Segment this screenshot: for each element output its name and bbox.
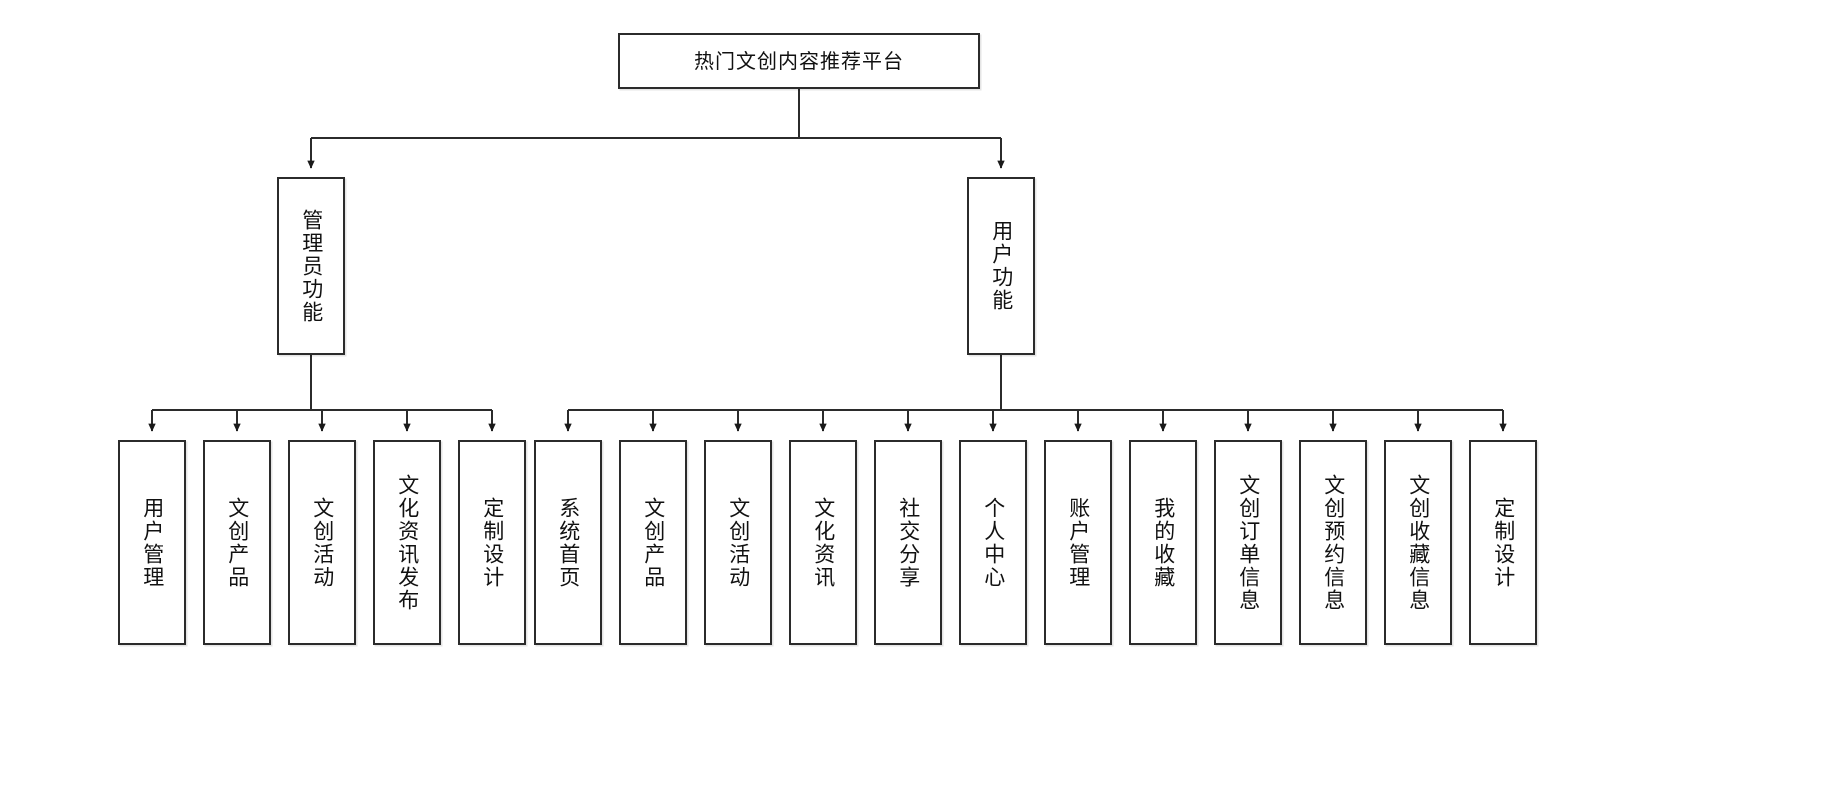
leaf-node-user-favorite-info[interactable]: 文创收藏信息: [1384, 440, 1452, 645]
branch-node-user-label: 用户功能: [989, 220, 1014, 312]
leaf-node-admin-cultural-activity[interactable]: 文创活动: [288, 440, 356, 645]
leaf-node-user-my-favorites-label: 我的收藏: [1151, 496, 1176, 589]
leaf-node-user-custom-design[interactable]: 定制设计: [1469, 440, 1537, 645]
leaf-node-admin-custom-design-label: 定制设计: [480, 496, 505, 589]
leaf-node-user-culture-news-label: 文化资讯: [811, 496, 836, 589]
leaf-node-user-account-management[interactable]: 账户管理: [1044, 440, 1112, 645]
leaf-node-user-reservation-info-label: 文创预约信息: [1321, 473, 1346, 612]
leaf-node-user-personal-center[interactable]: 个人中心: [959, 440, 1027, 645]
leaf-node-user-culture-news[interactable]: 文化资讯: [789, 440, 857, 645]
leaf-node-user-cultural-activity-label: 文创活动: [726, 496, 751, 589]
leaf-node-user-social-share-label: 社交分享: [896, 496, 921, 589]
leaf-node-admin-user-management-label: 用户管理: [140, 496, 165, 589]
leaf-node-user-cultural-product[interactable]: 文创产品: [619, 440, 687, 645]
leaf-node-admin-cultural-product-label: 文创产品: [225, 496, 250, 589]
leaf-node-user-order-info[interactable]: 文创订单信息: [1214, 440, 1282, 645]
root-node[interactable]: 热门文创内容推荐平台: [618, 33, 980, 89]
leaf-node-admin-user-management[interactable]: 用户管理: [118, 440, 186, 645]
leaf-node-user-reservation-info[interactable]: 文创预约信息: [1299, 440, 1367, 645]
leaf-node-admin-cultural-activity-label: 文创活动: [310, 496, 335, 589]
leaf-node-user-account-management-label: 账户管理: [1066, 496, 1091, 589]
leaf-node-user-order-info-label: 文创订单信息: [1236, 473, 1261, 612]
root-node-label: 热门文创内容推荐平台: [694, 48, 904, 73]
leaf-node-user-home[interactable]: 系统首页: [534, 440, 602, 645]
branch-node-admin-label: 管理员功能: [299, 208, 324, 324]
leaf-node-user-home-label: 系统首页: [556, 496, 581, 589]
leaf-node-user-cultural-activity[interactable]: 文创活动: [704, 440, 772, 645]
leaf-node-admin-culture-news-publish[interactable]: 文化资讯发布: [373, 440, 441, 645]
branch-node-admin[interactable]: 管理员功能: [277, 177, 345, 355]
leaf-node-user-favorite-info-label: 文创收藏信息: [1406, 473, 1431, 612]
leaf-node-user-personal-center-label: 个人中心: [981, 496, 1006, 589]
leaf-node-admin-culture-news-publish-label: 文化资讯发布: [395, 473, 420, 612]
leaf-node-user-my-favorites[interactable]: 我的收藏: [1129, 440, 1197, 645]
leaf-node-user-custom-design-label: 定制设计: [1491, 496, 1516, 589]
leaf-node-user-cultural-product-label: 文创产品: [641, 496, 666, 589]
leaf-node-user-social-share[interactable]: 社交分享: [874, 440, 942, 645]
leaf-node-admin-custom-design[interactable]: 定制设计: [458, 440, 526, 645]
branch-node-user[interactable]: 用户功能: [967, 177, 1035, 355]
leaf-node-admin-cultural-product[interactable]: 文创产品: [203, 440, 271, 645]
